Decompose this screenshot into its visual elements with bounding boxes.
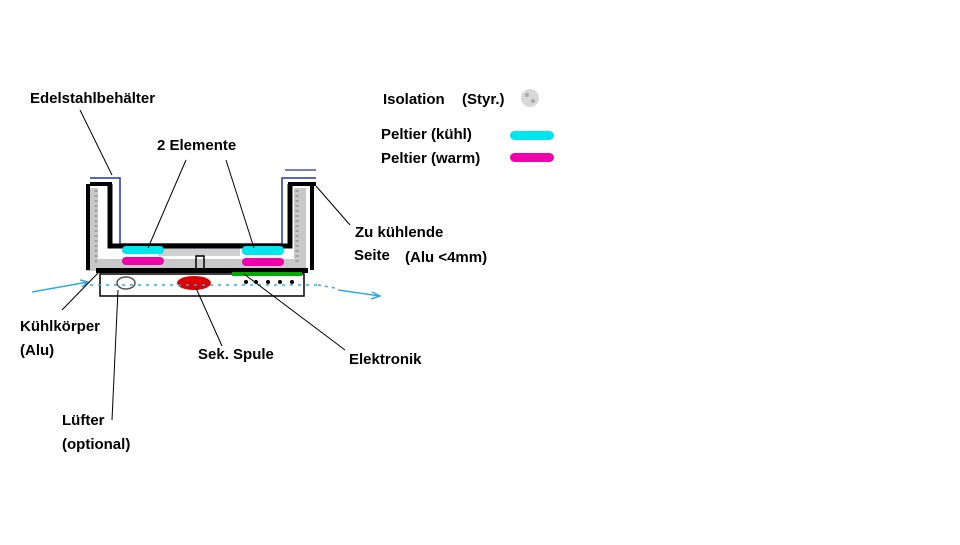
label-electronics: Elektronik [349,351,422,368]
label-container: Edelstahlbehälter [30,90,156,107]
label-heatsink-1: Kühlkörper [20,318,101,335]
stainless-container [86,169,316,270]
legend-insulation-detail: (Styr.) [462,91,505,108]
airflow [31,279,382,300]
label-cold-side-1: Zu kühlende [355,224,444,241]
secondary-coil [177,276,211,290]
legend-peltier-warm: Peltier (warm) [381,150,481,167]
legend-insulation: Isolation [383,91,445,108]
label-cold-side-3: (Alu <4mm) [405,249,488,266]
peltier-left [122,246,164,265]
label-fan-1: Lüfter [62,412,105,429]
electronics-board [232,272,302,284]
legend-swatches [510,89,554,162]
label-cold-side-2: Seite [354,247,390,264]
label-elements: 2 Elemente [157,137,237,154]
fan [116,276,136,290]
leader-lines [61,109,351,421]
label-heatsink-2: (Alu) [20,342,55,359]
label-coil: Sek. Spule [198,346,274,363]
label-fan-2: (optional) [62,436,131,453]
peltier-right [242,246,284,266]
legend-peltier-cold: Peltier (kühl) [381,126,472,143]
